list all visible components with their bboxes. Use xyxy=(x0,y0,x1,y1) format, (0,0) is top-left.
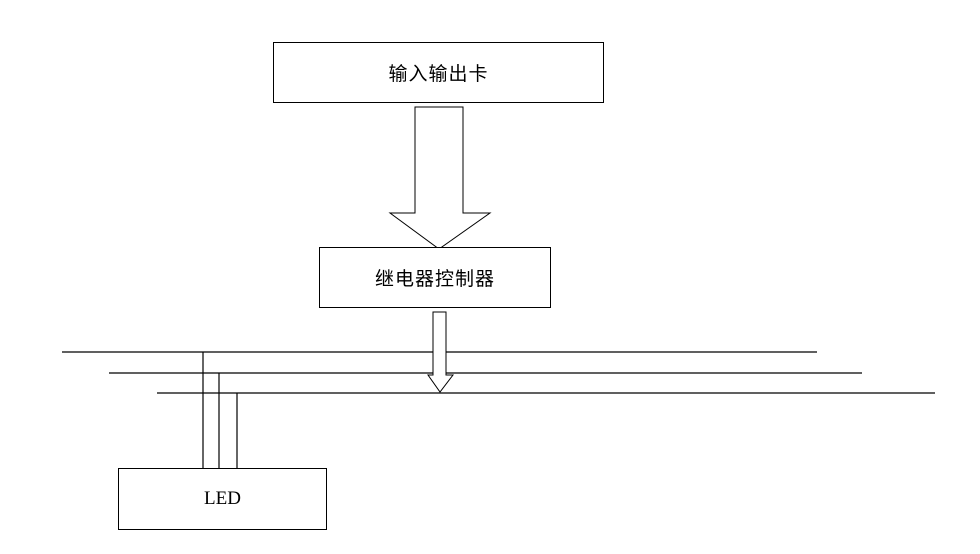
arrow-io-to-relay xyxy=(388,106,492,250)
led-box: LED xyxy=(118,468,327,530)
relay-controller-label: 继电器控制器 xyxy=(374,268,495,290)
arrow-relay-to-bus xyxy=(427,311,455,393)
led-label: LED xyxy=(204,488,241,509)
io-card-label: 输入输出卡 xyxy=(388,63,489,85)
io-card-box: 输入输出卡 xyxy=(273,42,604,103)
relay-controller-box: 继电器控制器 xyxy=(319,247,551,308)
